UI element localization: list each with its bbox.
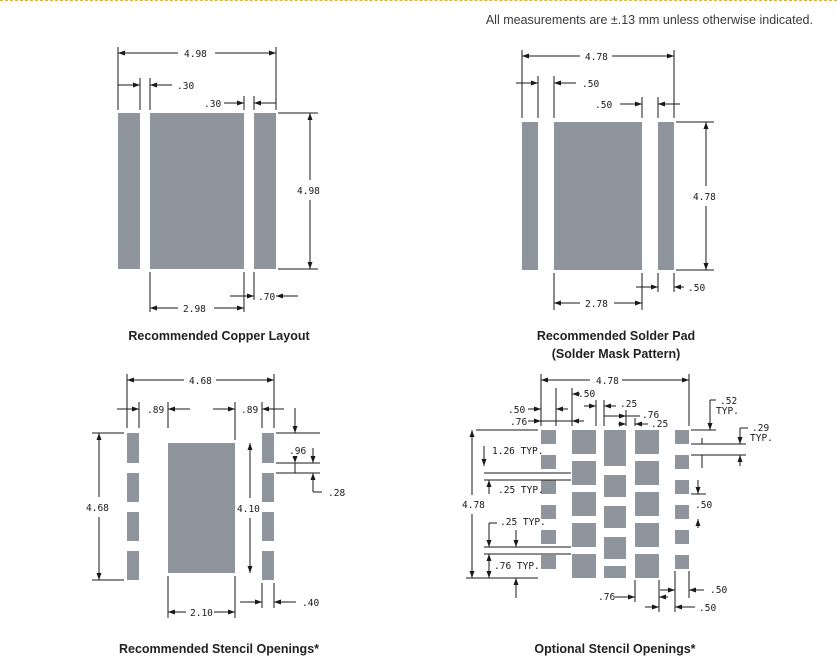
stencil-left-aperture [127, 473, 139, 502]
optional-caption: Optional Stencil Openings* [534, 642, 695, 656]
stencil-openings-diagram: 4.68 .89 .89 .96 .28 [86, 374, 345, 656]
stencil-width-label: 4.68 [189, 376, 212, 387]
optional-right-aperture [675, 480, 689, 494]
stencil-left-aperture [127, 512, 139, 541]
stencil-pad-height-label: .96 [289, 446, 306, 457]
optional-dim-52: .52 [720, 396, 737, 407]
optional-center-aperture [572, 554, 596, 578]
stencil-right-aperture [262, 433, 274, 463]
optional-dim-25b: .25 [651, 419, 668, 430]
solder-height-label: 4.78 [693, 192, 716, 203]
optional-left-aperture [541, 430, 556, 444]
optional-center-aperture [604, 566, 626, 578]
copper-gap-label: .30 [204, 99, 221, 110]
solder-left-pad [522, 122, 538, 270]
solder-center-pad [554, 122, 642, 270]
optional-dim-50b: .50 [508, 405, 525, 416]
optional-right-aperture [675, 530, 689, 544]
optional-left-aperture [541, 480, 556, 494]
optional-right-aperture [675, 430, 689, 444]
stencil-center-width-label: 2.10 [190, 608, 213, 619]
stencil-outer-pad-label: .40 [302, 598, 319, 609]
optional-typ2-label: TYP. [750, 433, 773, 444]
optional-center-aperture [604, 506, 626, 528]
optional-center-aperture [604, 475, 626, 497]
optional-center-aperture [604, 537, 626, 559]
solder-offset-label: .50 [582, 79, 599, 90]
top-dashed-rule [0, 0, 837, 4]
optional-dim-25a: .25 [620, 399, 637, 410]
stencil-height-label: 4.68 [86, 503, 109, 514]
copper-layout-diagram: 4.98 .30 .30 4.98 2.98 [117, 47, 320, 343]
optional-height-label: 4.78 [462, 500, 485, 511]
stencil-center-height-label: 4.10 [237, 504, 260, 515]
optional-center-aperture [572, 492, 596, 516]
optional-width-label: 4.78 [596, 376, 619, 387]
copper-offset-label: .30 [177, 81, 194, 92]
optional-typ-label: TYP. [716, 406, 739, 417]
optional-dim-126: 1.26 TYP. [492, 446, 543, 457]
stencil-left-aperture [127, 433, 139, 463]
optional-dim-76typ: .76 TYP. [494, 561, 540, 572]
copper-outer-pad-label: .70 [258, 292, 275, 303]
copper-left-pad [118, 113, 140, 269]
solder-pad-diagram: 4.78 .50 .50 4.78 2.78 [516, 50, 716, 361]
optional-dim-50e: .50 [699, 603, 716, 614]
optional-dim-25typ1: .25 TYP. [498, 485, 544, 496]
stencil-right-aperture [262, 512, 274, 541]
optional-left-aperture [541, 530, 556, 544]
optional-center-aperture [572, 430, 596, 454]
stencil-right-aperture [262, 551, 274, 580]
copper-center-pad [150, 113, 244, 269]
optional-center-aperture [635, 492, 659, 516]
optional-dim-29: .29 [752, 423, 769, 434]
optional-dim-50d: .50 [710, 585, 727, 596]
optional-center-aperture [572, 461, 596, 485]
stencil-left-aperture [127, 551, 139, 580]
optional-dim-76a: .76 [510, 417, 527, 428]
solder-outer-pad-label: .50 [688, 283, 705, 294]
stencil-caption: Recommended Stencil Openings* [119, 642, 319, 656]
optional-center-aperture [572, 523, 596, 547]
solder-center-width-label: 2.78 [585, 299, 608, 310]
optional-right-aperture [675, 555, 689, 569]
stencil-right-gap-label: .89 [241, 405, 258, 416]
stencil-right-aperture [262, 473, 274, 502]
optional-center-aperture [604, 430, 626, 466]
solder-gap-label: .50 [595, 100, 612, 111]
optional-dim-76c: .76 [598, 592, 615, 603]
copper-right-pad [254, 113, 276, 269]
solder-caption-line1: Recommended Solder Pad [537, 329, 695, 343]
optional-dim-76b: .76 [642, 410, 659, 421]
copper-width-label: 4.98 [184, 49, 207, 60]
solder-caption-line2: (Solder Mask Pattern) [552, 347, 681, 361]
optional-center-aperture [635, 430, 659, 454]
copper-height-label: 4.98 [297, 186, 320, 197]
stencil-left-gap-label: .89 [147, 405, 164, 416]
stencil-center-aperture [168, 443, 235, 573]
optional-dim-50a: .50 [578, 389, 595, 400]
copper-caption: Recommended Copper Layout [128, 329, 310, 343]
optional-dim-25typ2: .25 TYP. [500, 517, 546, 528]
optional-center-aperture [635, 554, 659, 578]
optional-dim-50c: .50 [695, 500, 712, 511]
optional-center-aperture [635, 523, 659, 547]
solder-right-pad [658, 122, 674, 270]
stencil-pad-space-label: .28 [328, 488, 345, 499]
optional-left-aperture [541, 505, 556, 519]
optional-center-aperture [635, 461, 659, 485]
measurement-note: All measurements are ±.13 mm unless othe… [485, 13, 813, 27]
optional-left-aperture [541, 555, 556, 569]
optional-right-aperture [675, 505, 689, 519]
copper-center-width-label: 2.98 [183, 304, 206, 315]
optional-stencil-diagram: 4.78 .50 .50 .76 .25 .76 [462, 374, 773, 656]
solder-width-label: 4.78 [585, 52, 608, 63]
optional-left-aperture [541, 455, 556, 469]
optional-right-aperture [675, 455, 689, 469]
